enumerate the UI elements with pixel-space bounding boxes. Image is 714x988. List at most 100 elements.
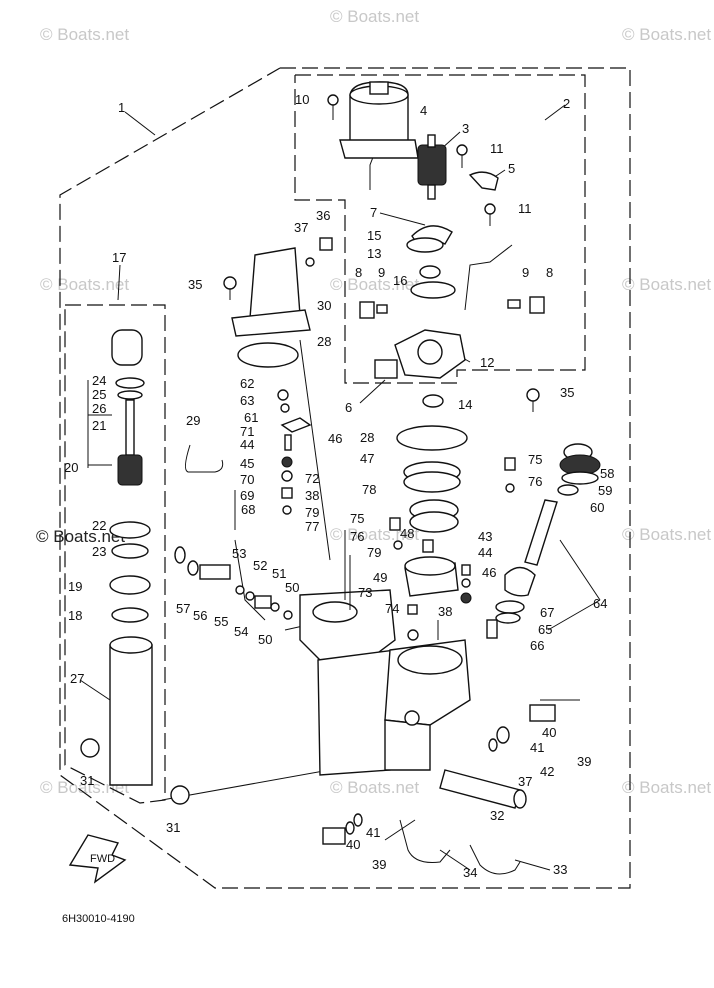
manual-valve [322,827,346,845]
callout: 13 [367,246,381,261]
check-valve [407,604,418,615]
fitting [389,517,401,531]
callout: 77 [305,519,319,534]
fitting [504,457,516,471]
callout: 57 [176,601,190,616]
callout: 34 [463,865,477,880]
callout: 79 [305,505,319,520]
callout: 11 [518,201,532,216]
callout: 28 [317,334,331,349]
callout: 31 [166,820,180,835]
callout: 40 [542,725,556,740]
nut [460,592,472,604]
pipe [399,819,451,863]
callouts: 1 2 3 4 5 6 7 8 8 9 9 10 11 11 12 13 14 … [64,92,614,880]
callout: 21 [92,418,106,433]
callout: 40 [346,837,360,852]
watermark: © Boats.net [330,7,419,26]
callout: 56 [193,608,207,623]
lead-wire [464,244,513,311]
callout: 46 [482,565,496,580]
callout: 37 [294,220,308,235]
callout: 16 [393,273,407,288]
callout: 22 [92,518,106,533]
o-ring-small [496,726,510,744]
gear-cover-edge [403,471,461,493]
callout: 68 [241,502,255,517]
valve-parts [277,389,312,515]
watermark: © Boats.net [40,25,129,44]
spool-valve [174,546,293,620]
manual-valve [529,704,556,722]
watermark: © Boats.net [622,525,711,544]
callout: 6 [345,400,352,415]
callout: 76 [350,529,364,544]
callout: 33 [553,862,567,877]
callout: 26 [92,401,106,416]
callout: 1 [118,100,125,115]
watermark: © Boats.net [330,778,419,797]
callout: 58 [600,466,614,481]
pipe [184,444,224,473]
clamp-screw [507,299,521,309]
o-ring-small [353,813,363,827]
callout: 51 [272,566,286,581]
callout: 43 [478,529,492,544]
callout: 36 [316,208,330,223]
manifold [299,589,471,776]
callout: 45 [240,456,254,471]
pump-body-top [404,556,456,576]
callout: 71 [240,424,254,439]
parts [80,81,601,875]
clamp-screw [376,304,388,314]
callout: 29 [186,413,200,428]
callout: 9 [378,265,385,280]
callout: 27 [70,671,84,686]
callout: 8 [546,265,553,280]
callout: 61 [244,410,258,425]
pin-end [513,789,527,809]
watermark: © Boats.net [622,778,711,797]
watermark: © Boats.net [36,527,125,546]
callout: 53 [232,546,246,561]
callout: 48 [400,526,414,541]
o-ring-small [345,821,355,835]
callout: 55 [214,614,228,629]
watermark: © Boats.net [40,778,129,797]
callout: 39 [577,754,591,769]
pump-housing [374,329,466,379]
callout: 12 [480,355,494,370]
drawing-code: 6H30010-4190 [62,913,135,925]
callout: 75 [350,511,364,526]
callout: 42 [540,764,554,779]
callout: 60 [590,500,604,515]
oil-seal [406,237,444,253]
armature [417,134,447,200]
callout: 64 [593,596,607,611]
callout: 41 [530,740,544,755]
callout: 4 [420,103,427,118]
callout: 5 [508,161,515,176]
callout: 69 [240,488,254,503]
callout: 23 [92,544,106,559]
callout: 9 [522,265,529,280]
reservoir [231,247,311,368]
brush [468,171,499,191]
callout: 52 [253,558,267,573]
shaft [486,499,558,639]
callout: 49 [373,570,387,585]
watermark: © Boats.net [330,275,419,294]
fwd-arrow: FWD [68,834,127,884]
pipe [469,844,521,875]
callout: 11 [490,141,504,156]
callout: 73 [358,585,372,600]
washer [461,578,471,588]
callout: 24 [92,373,106,388]
callout: 2 [563,96,570,111]
callout: 31 [80,773,94,788]
callout: 44 [478,545,492,560]
callout: 28 [360,430,374,445]
callout: 67 [540,605,554,620]
callout: 54 [234,624,248,639]
